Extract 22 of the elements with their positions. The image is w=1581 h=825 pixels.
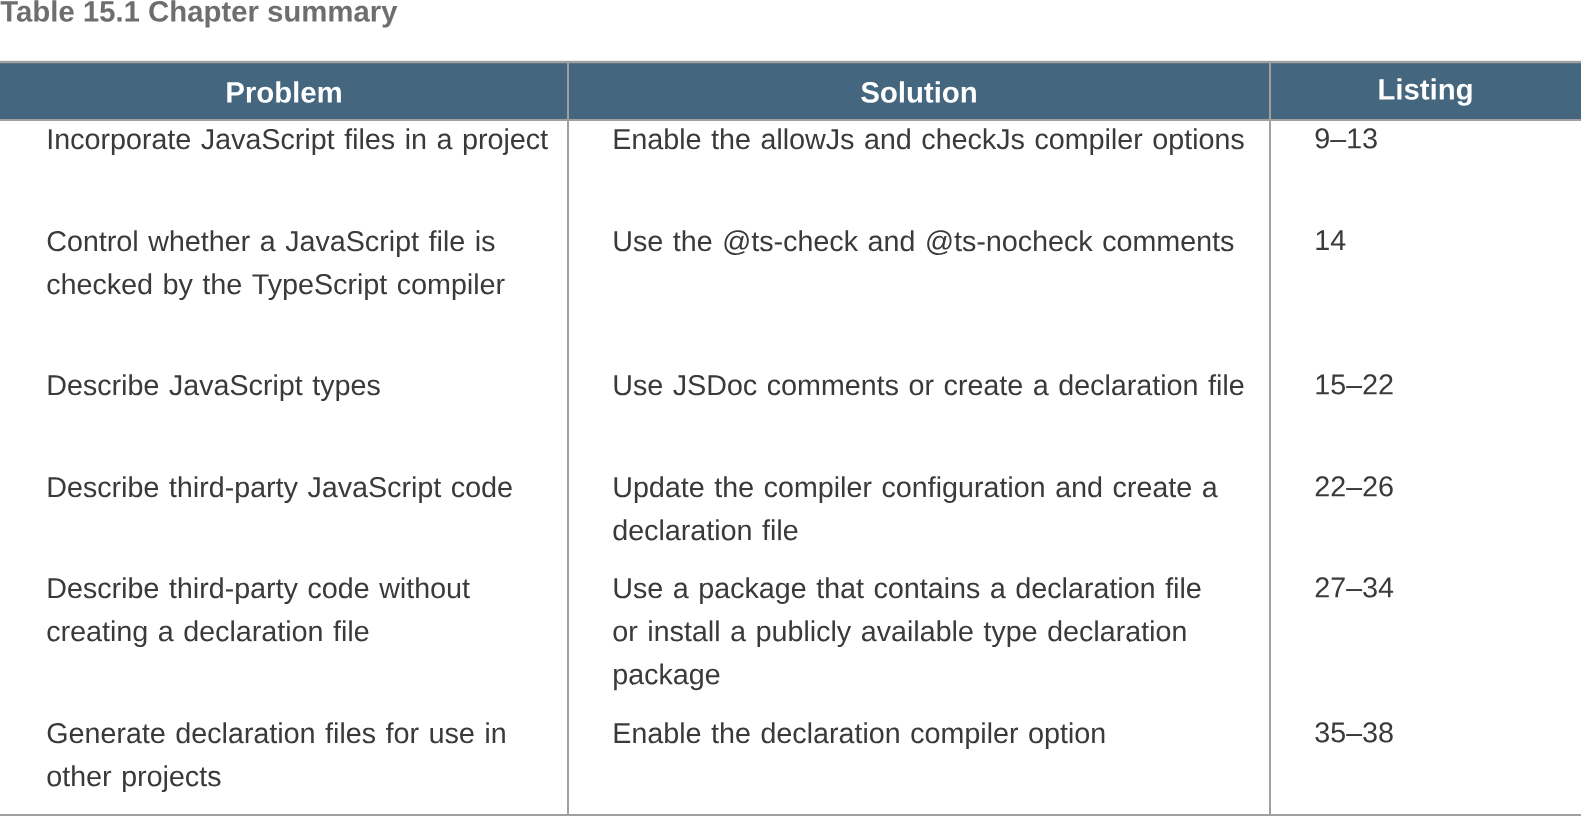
column-heading: Solution bbox=[861, 81, 976, 103]
solution-text: Use the @ts-check and @ts-nocheck comments bbox=[614, 230, 1234, 255]
listing-number: 15–22 bbox=[1316, 374, 1393, 395]
listing-number: 27–34 bbox=[1315, 577, 1394, 598]
problem-text: Generate declaration files for use in other projects bbox=[47, 722, 505, 793]
solution-text: Use a package that contains a declaration file or install a publicly available type declaration package bbox=[613, 577, 1201, 691]
problem-text: Incorporate JavaScript files in a project bbox=[48, 128, 548, 155]
table-title: Table 15.1 Chapter summary bbox=[0, 0, 398, 28]
column-heading: Listing bbox=[1379, 78, 1472, 106]
listing-number: 9–13 bbox=[1315, 128, 1377, 149]
solution-text: Enable the declaration compiler option bbox=[614, 722, 1105, 749]
problem-text: Control whether a JavaScript file is checked by the TypeScript compiler bbox=[47, 230, 505, 301]
problem-text: Describe third-party JavaScript code bbox=[48, 476, 512, 503]
listing-number: 14 bbox=[1316, 230, 1346, 250]
listing-number: 22–26 bbox=[1315, 476, 1393, 497]
listing-number: 35–38 bbox=[1315, 722, 1393, 743]
column-heading: Problem bbox=[227, 81, 341, 103]
problem-text: Describe JavaScript types bbox=[48, 374, 380, 401]
problem-text: Describe third-party code without creating a declaration file bbox=[47, 577, 470, 648]
solution-text: Use JSDoc comments or create a declaration file bbox=[614, 374, 1244, 396]
solution-text: Update the compiler configuration and create a declaration file bbox=[613, 476, 1218, 541]
solution-text: Enable the allowJs and checkJs compiler options bbox=[614, 128, 1244, 155]
